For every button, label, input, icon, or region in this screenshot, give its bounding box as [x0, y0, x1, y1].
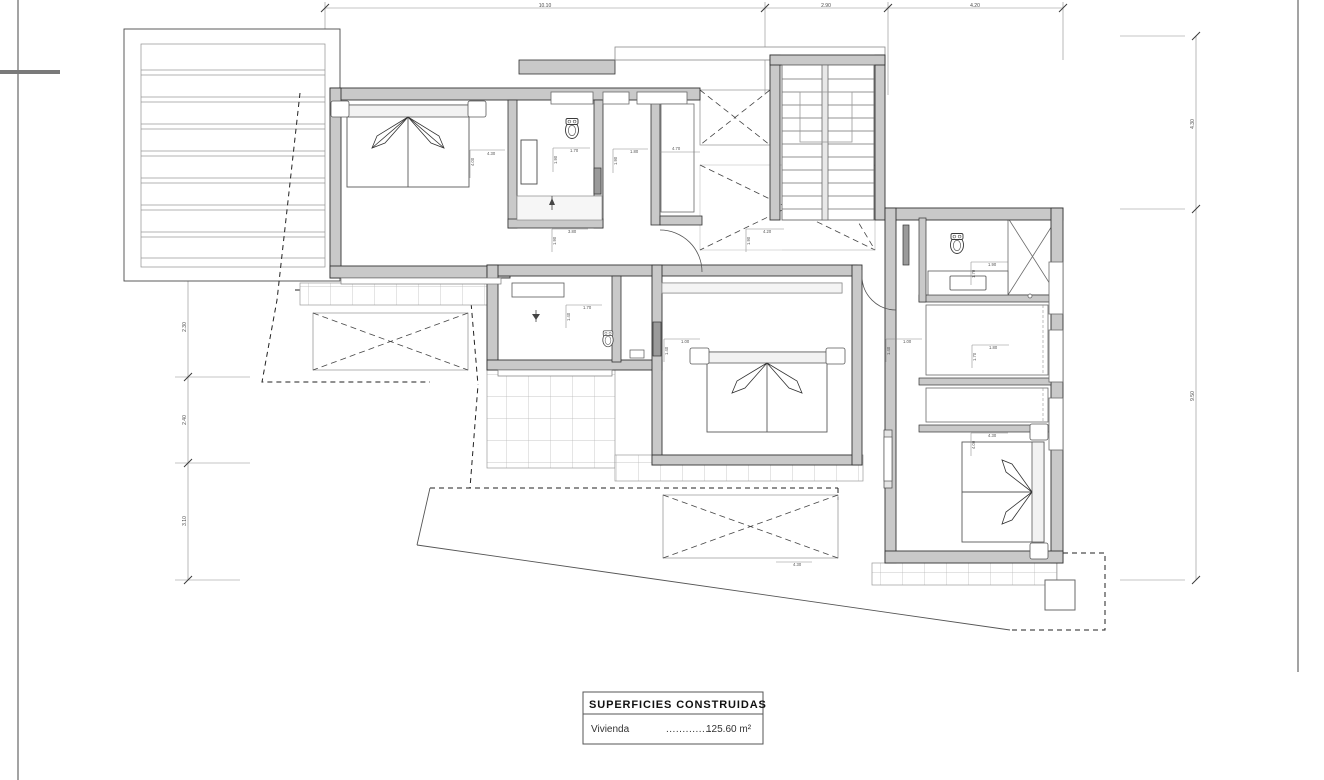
- title-block: SUPERFICIES CONSTRUIDAS Vivienda .......…: [582, 691, 767, 745]
- dim-i-1: 4.00: [470, 157, 475, 166]
- dim-top-3: 4.20: [970, 3, 980, 9]
- dim-left-1: 2.30: [182, 322, 188, 332]
- dimension-labels-right: 4.30 9.50: [1190, 119, 1196, 401]
- dim-i-16: 1.40: [886, 346, 891, 355]
- dim-i-6: 4.70: [672, 146, 681, 151]
- dim-i-4: 1.80: [630, 149, 639, 154]
- dim-i-20: 1.70: [972, 352, 977, 361]
- walls-upper-block: [329, 46, 886, 279]
- interior-dimension-marks: [469, 147, 1009, 563]
- pergola-left: [123, 28, 341, 282]
- dim-i-2: 1.70: [570, 148, 579, 153]
- closets-upper: [550, 91, 695, 213]
- dim-i-5: 1.90: [613, 156, 618, 165]
- door-center-bath: [652, 321, 662, 357]
- bathroom-right-fixtures: [902, 224, 1033, 299]
- door-upper-bath: [593, 167, 602, 195]
- walls-right-wing: [884, 207, 1064, 564]
- plot-edge-solid: [416, 487, 1011, 631]
- dimension-chain-right: [1120, 31, 1201, 585]
- title-block-row-label: Vivienda: [591, 724, 630, 735]
- sheet-corner-mark: [0, 70, 60, 74]
- dim-top-1: 10.10: [539, 3, 552, 9]
- dim-i-3: 1.90: [553, 155, 558, 164]
- door-swings: [659, 229, 897, 311]
- dim-right-2: 9.50: [1190, 391, 1196, 401]
- dim-right-1: 4.30: [1190, 119, 1196, 129]
- interior-dimension-labels: 4.30 4.00 1.70 1.90 1.80 1.90 4.70 3.80 …: [470, 146, 998, 567]
- dim-i-15: 1.00: [903, 339, 912, 344]
- bidet: [629, 349, 645, 359]
- dimension-chain-left: [175, 272, 300, 585]
- bed-upper-left: [330, 100, 487, 188]
- dim-i-11: 1.70: [583, 305, 592, 310]
- dim-i-23: 4.30: [793, 562, 802, 567]
- dim-i-14: 1.40: [664, 346, 669, 355]
- dim-i-12: 1.40: [566, 312, 571, 321]
- dim-i-8: 1.90: [552, 236, 557, 245]
- bathroom-upper-fixtures: [516, 118, 603, 221]
- dim-i-10: 1.90: [746, 236, 751, 245]
- dim-i-18: 1.70: [971, 269, 976, 278]
- dim-i-7: 3.80: [568, 229, 577, 234]
- bed-lower-right: [961, 423, 1049, 560]
- nightstand-right: [467, 100, 487, 118]
- shower-tray: [516, 195, 603, 221]
- sheet-border: [17, 0, 1299, 780]
- sink-basin-right: [949, 275, 987, 291]
- dim-i-13: 1.00: [681, 339, 690, 344]
- title-block-row-value: 125.60 m²: [706, 724, 752, 735]
- door-swing-center-right: [861, 275, 897, 311]
- dim-i-9: 4.20: [763, 229, 772, 234]
- void-terrace-left: [312, 312, 469, 371]
- dim-left-2: 2.40: [182, 415, 188, 425]
- dim-top-2: 2.90: [821, 3, 831, 9]
- glazing-strips: [340, 277, 893, 489]
- door-swing-hall: [659, 229, 703, 273]
- dim-i-21: 4.30: [988, 433, 997, 438]
- sink-basin: [520, 139, 538, 185]
- void-stair-upper: [699, 89, 771, 146]
- dim-i-17: 1.90: [988, 262, 997, 267]
- bathroom-center-fixtures: [511, 282, 662, 359]
- stair-landing: [799, 91, 853, 143]
- vanity-center: [511, 282, 565, 298]
- dim-i-22: 4.00: [971, 440, 976, 449]
- nightstand-left: [330, 100, 350, 118]
- dimension-labels-top: 10.10 2.90 4.20: [539, 3, 980, 9]
- stair-spine: [821, 64, 829, 221]
- title-block-row-leader: ..............: [666, 724, 712, 735]
- dimension-labels-left: 2.30 2.40 3.10: [182, 322, 188, 526]
- dim-i-19: 1.80: [989, 345, 998, 350]
- dim-left-3: 3.10: [182, 516, 188, 526]
- floor-drain: [1027, 293, 1033, 299]
- door-right-bath: [902, 224, 910, 266]
- wardrobes-right: [925, 261, 1064, 451]
- void-terrace-bottom: [662, 494, 839, 559]
- staircase: [781, 64, 875, 221]
- title-block-heading: SUPERFICIES CONSTRUIDAS: [589, 699, 767, 711]
- dim-i-0: 4.30: [487, 151, 496, 156]
- bed-master-center: [689, 347, 846, 433]
